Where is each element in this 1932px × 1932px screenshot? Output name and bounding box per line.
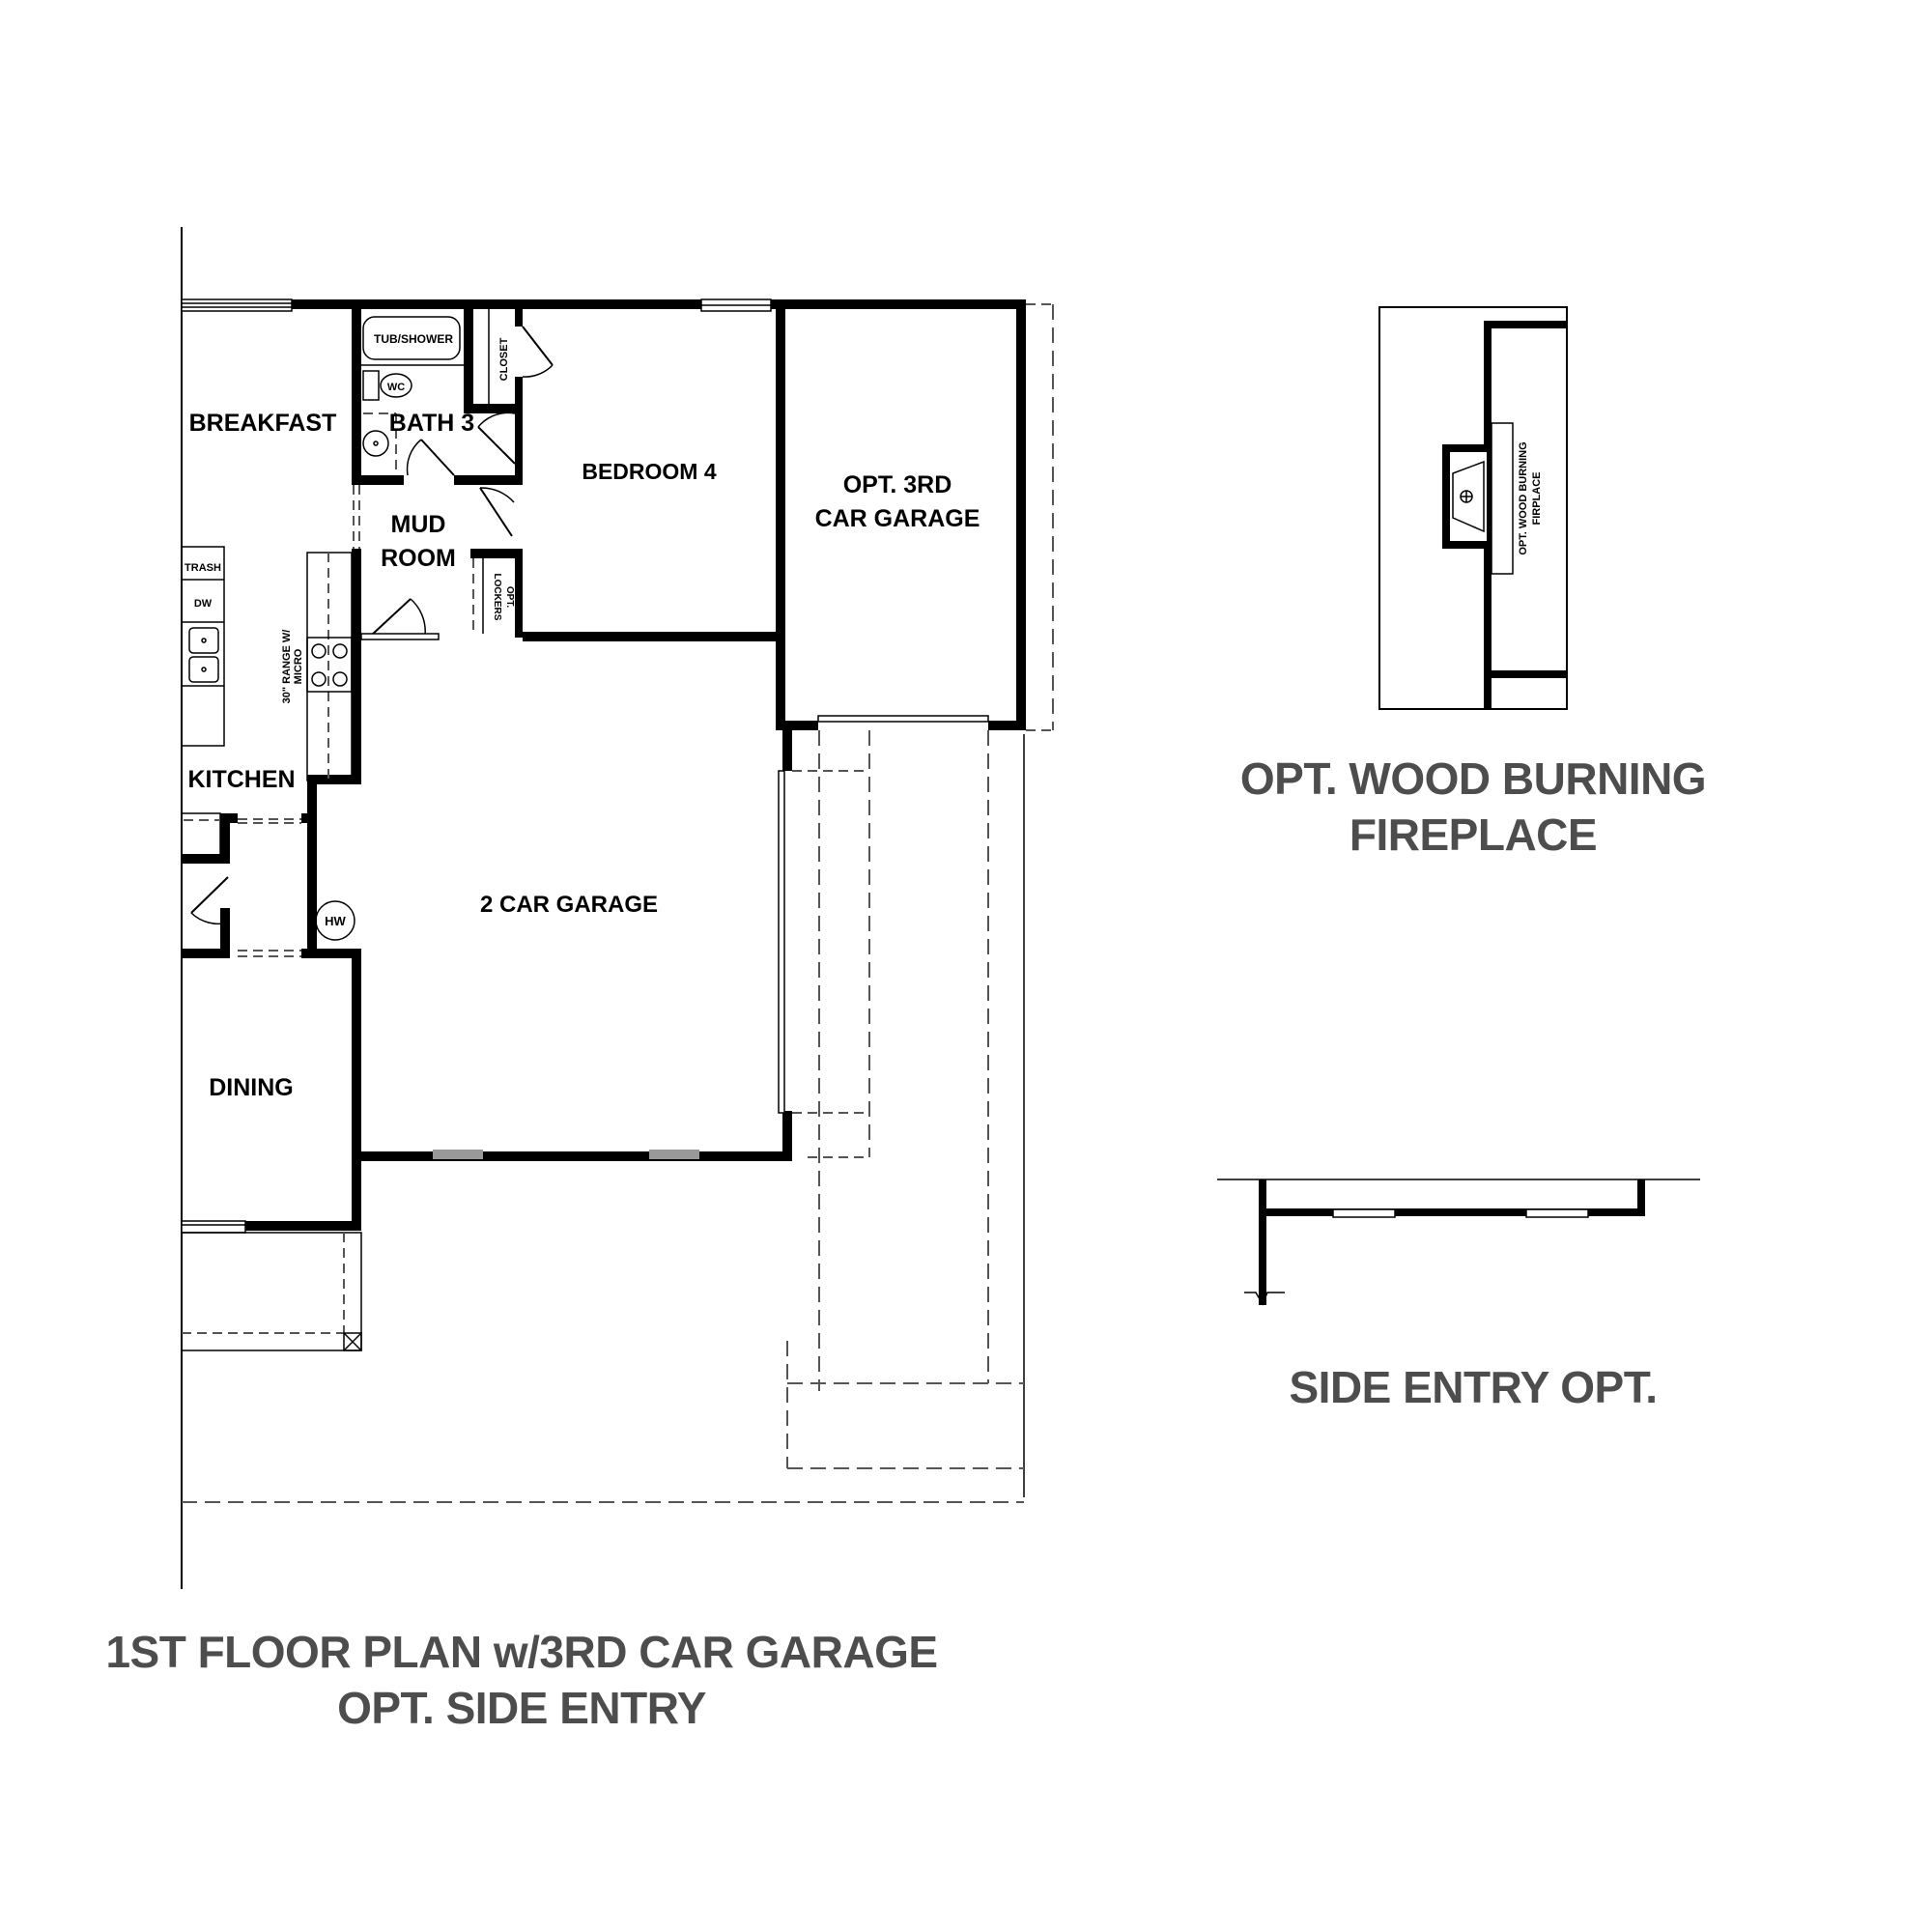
fireplace-hearth [1491,422,1514,575]
tub-shower-fixture: TUB/SHOWER [361,316,464,366]
room-label-breakfast: BREAKFAST [189,410,337,437]
range-label: 30" RANGE W/ [281,630,293,704]
dishwasher-label: DW [194,598,213,610]
wc-label: WC [387,382,405,393]
mud-to-bath-door [420,439,455,476]
kitchen-counter: TRASH DW [181,546,225,747]
sink-basin-1 [188,627,219,654]
bath-sink [362,412,397,473]
lockers-opt-label: OPT. [504,586,515,608]
room-label-opt-3rd-garage-2: CAR GARAGE [815,505,980,532]
third-garage-door [817,715,989,723]
tub-shower-label: TUB/SHOWER [374,332,453,346]
range-counter: 30" RANGE W/ MICRO [281,552,353,781]
room-label-dining: DINING [209,1074,294,1101]
main-plan-title-line1: 1ST FLOOR PLAN w/3RD CAR GARAGE [105,1627,938,1677]
room-label-bath3: BATH 3 [389,410,474,437]
water-heater: HW [315,900,355,941]
breakfast-window [181,298,293,312]
side-entry-window-1 [1332,1208,1396,1218]
room-label-2-car-garage: 2 CAR GARAGE [480,892,658,918]
side-entry-option-title: SIDE ENTRY OPT. [1159,1360,1787,1416]
room-label-kitchen: KITCHEN [187,766,295,793]
bedroom-bottom-wall [523,632,776,641]
side-garage-door [778,770,785,1114]
porch [181,1232,362,1351]
fireplace-option-title: OPT. WOOD BURNING FIREPLACE [1159,752,1787,863]
pantry-door [190,876,229,914]
fireplace-title-line2: FIREPLACE [1349,809,1598,860]
garage-divider-wall [776,305,785,730]
driveway-outline [182,730,1025,1503]
fireplace-option-inset: OPT. WOOD BURNING FIRPLACE [1378,306,1568,710]
toilet-fixture: WC [362,370,412,401]
bath-door [477,426,516,465]
lockers-label: LOCKERS [492,574,502,621]
closet-wall [464,305,473,412]
room-label-mud-room-2: ROOM [381,545,456,572]
sink-basin-2 [188,656,219,683]
main-plan-title: 1ST FLOOR PLAN w/3RD CAR GARAGE OPT. SID… [58,1625,985,1736]
garage-window-1 [433,1150,483,1159]
fireplace-firebox [1442,444,1492,549]
fireplace-inset-label: OPT. WOOD BURNING [1518,441,1529,554]
room-label-mud-room: MUD [391,511,446,538]
third-garage-right-wall [1016,299,1026,730]
hw-label: HW [325,914,346,928]
side-entry-window-2 [1525,1208,1589,1218]
fireplace-title-line1: OPT. WOOD BURNING [1239,753,1707,804]
side-entry-title: SIDE ENTRY OPT. [1289,1362,1658,1412]
bedroom-door [479,487,513,537]
side-entry-option [1217,1179,1700,1306]
main-floor-plan: TUB/SHOWER WC CLOSET [181,227,1057,1589]
garage-entry-door [370,598,412,637]
opt-lockers: LOCKERS OPT. [472,558,515,634]
break-line-symbol [1244,1292,1285,1306]
bath-wall [352,305,361,483]
main-plan-title-line2: OPT. SIDE ENTRY [337,1682,706,1733]
exterior-wall-top [292,299,701,309]
bedroom-window [700,298,772,312]
dining-window [181,1220,246,1234]
closet-label: CLOSET [498,337,510,381]
fireplace-inset-label-2: FIRPLACE [1531,472,1543,526]
room-label-opt-3rd-garage: OPT. 3RD [843,471,952,498]
room-label-bedroom4: BEDROOM 4 [582,459,717,484]
garage-bottom-wall [352,1151,792,1161]
garage-window-2 [649,1150,699,1159]
trash-label: TRASH [185,562,221,574]
range-micro-label: MICRO [293,648,304,684]
closet-door [522,326,554,366]
